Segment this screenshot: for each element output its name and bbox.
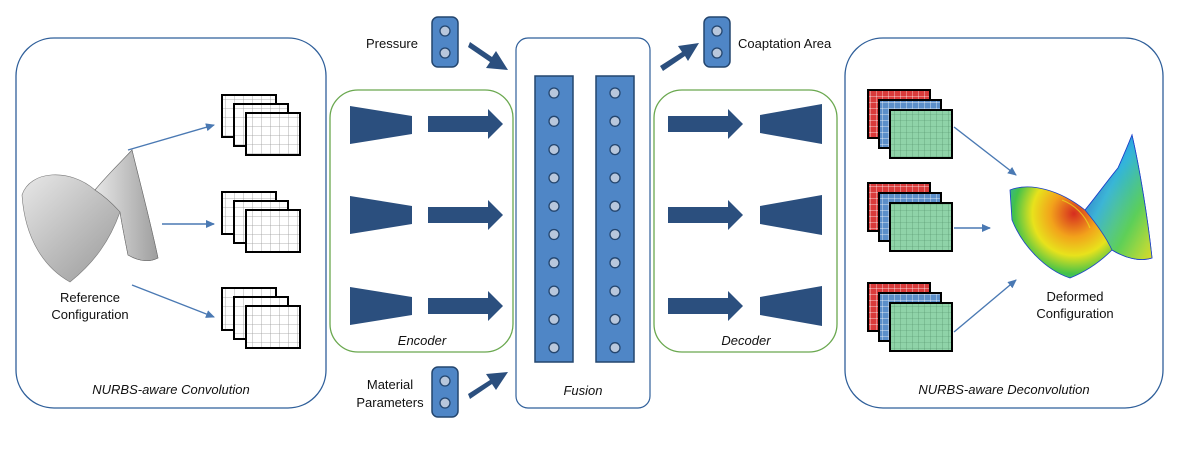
fusion-node-left-4 [548,172,560,184]
decoder-arrow-mid [668,200,743,230]
encoder-label: Encoder [398,333,447,348]
material-parameters-label-line1: Material [367,377,413,392]
fusion-node-left-1 [548,87,560,99]
deformed-leaflet-image [1009,133,1153,279]
deformed-configuration-label-line2: Configuration [1036,306,1113,321]
arrow-from-grid-bot [953,279,1017,333]
material-parameters-label-line2: Parameters [356,395,424,410]
output-grid-stack-bot [867,282,953,352]
fusion-node-left-8 [548,285,560,297]
fusion-node-right-1 [609,87,621,99]
fusion-node-left-7 [548,257,560,269]
fusion-node-right-9 [609,313,621,326]
fusion-node-right-10 [609,342,621,354]
fusion-node-right-6 [609,228,621,241]
encoder-arrow-top [428,109,503,139]
decoder-block-bot [760,286,822,326]
reference-configuration-label-line2: Configuration [51,307,128,322]
fusion-node-left-3 [548,143,560,156]
nurbs-deconvolution-panel [844,37,1164,409]
input-grid-stack-top [221,94,301,156]
deformed-configuration-label-line1: Deformed [1046,289,1103,304]
decoder-block-mid [760,195,822,235]
output-grid-stack-mid [867,182,953,252]
material-arrow [468,372,508,399]
fusion-column-right [595,75,635,363]
reference-leaflet-image [21,149,159,283]
encoder-block-mid [350,196,412,234]
encoder-arrow-bot [428,291,503,321]
decoder-block-top [760,104,822,144]
decoder-arrow-top [668,109,743,139]
decoder-panel [653,89,838,353]
fusion-panel [515,37,651,409]
output-grid-stack-top [867,89,953,159]
nurbs-deconvolution-label: NURBS-aware Deconvolution [918,382,1089,397]
input-grid-stack-bot [221,287,301,349]
fusion-label: Fusion [563,383,602,398]
input-grid-stack-mid [221,191,301,253]
fusion-node-right-4 [609,172,621,184]
nurbs-convolution-label: NURBS-aware Convolution [92,382,250,397]
fusion-node-left-9 [548,313,560,326]
material-parameters-input-node [431,366,459,418]
fusion-node-left-10 [548,342,560,354]
coaptation-area-label: Coaptation Area [738,36,832,51]
fusion-node-left-2 [548,115,560,127]
fusion-node-right-2 [609,115,621,127]
fusion-node-left-5 [548,200,560,212]
arrow-to-grid-top [127,123,215,151]
fusion-node-right-5 [609,200,621,212]
encoder-block-top [350,106,412,144]
decoder-arrow-bot [668,291,743,321]
reference-configuration-label-line1: Reference [60,290,120,305]
pressure-arrow [468,42,508,70]
coaptation-area-output-node [703,16,731,68]
fusion-node-left-6 [548,228,560,241]
encoder-block-bot [350,287,412,325]
coaptation-arrow [660,43,699,71]
fusion-column-left [534,75,574,363]
arrow-to-grid-bot [131,284,215,318]
fusion-node-right-3 [609,143,621,156]
encoder-arrow-mid [428,200,503,230]
fusion-node-right-7 [609,257,621,269]
nurbs-convolution-panel [15,37,327,409]
decoder-label: Decoder [721,333,771,348]
arrow-from-grid-top [953,126,1017,176]
encoder-panel [329,89,514,353]
pressure-label: Pressure [366,36,418,51]
fusion-node-right-8 [609,285,621,297]
pressure-input-node [431,16,459,68]
